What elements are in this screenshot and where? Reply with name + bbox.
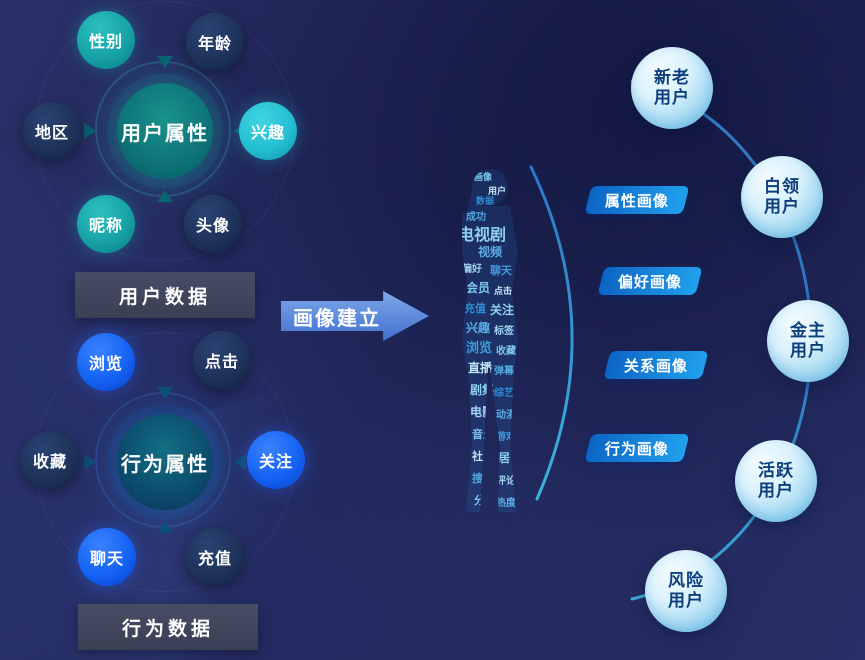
satellite-region: 地区 xyxy=(23,102,81,160)
behavior-attributes-center: 行为属性 xyxy=(117,414,213,510)
svg-text:视频: 视频 xyxy=(478,244,502,259)
arrow-in-bottom-icon xyxy=(157,190,173,202)
satellite-gender: 性别 xyxy=(77,11,135,69)
satellite-chat: 聊天 xyxy=(78,528,136,586)
svg-text:音乐: 音乐 xyxy=(472,427,494,441)
satellite-nickname: 昵称 xyxy=(77,195,135,253)
satellite-browse: 浏览 xyxy=(77,333,135,391)
svg-text:弹幕: 弹幕 xyxy=(494,364,515,377)
segment-paying-users: 金主用户 xyxy=(767,300,849,382)
tag-behavior-profile: 行为画像 xyxy=(584,434,690,462)
user-attributes-label: 用户属性 xyxy=(121,122,209,145)
svg-text:聊天: 聊天 xyxy=(490,263,513,277)
segment-white-collar-users: 白领用户 xyxy=(741,156,823,238)
user-attributes-center: 用户属性 xyxy=(117,83,213,179)
svg-text:直播: 直播 xyxy=(468,360,493,375)
svg-text:综艺: 综艺 xyxy=(494,386,514,399)
build-portrait-label: 画像建立 xyxy=(293,307,381,330)
satellite-follow: 关注 xyxy=(247,431,305,489)
svg-text:偏好: 偏好 xyxy=(462,262,482,275)
arrow-in-top-icon xyxy=(157,56,173,68)
svg-text:居: 居 xyxy=(498,451,510,465)
svg-text:充值: 充值 xyxy=(464,301,486,315)
svg-text:评论: 评论 xyxy=(496,474,517,487)
svg-text:成功: 成功 xyxy=(466,210,486,223)
satellite-recharge: 充值 xyxy=(186,528,244,586)
satellite-click: 点击 xyxy=(193,331,251,389)
svg-text:社交: 社交 xyxy=(471,449,494,463)
build-portrait-arrow: 画像建立 xyxy=(281,291,429,341)
satellite-interest: 兴趣 xyxy=(239,102,297,160)
svg-text:动漫: 动漫 xyxy=(496,408,517,421)
behavior-attributes-label: 行为属性 xyxy=(121,453,209,476)
tag-arc xyxy=(529,165,574,501)
svg-text:搜索: 搜索 xyxy=(472,471,494,485)
tag-attribute-profile: 属性画像 xyxy=(584,186,690,214)
arrow-in-left-icon xyxy=(84,454,96,470)
svg-text:电影: 电影 xyxy=(470,404,494,419)
behavior-data-box: 行为数据 xyxy=(78,604,258,650)
segment-active-users: 活跃用户 xyxy=(735,440,817,522)
segment-risk-users: 风险用户 xyxy=(645,550,727,632)
svg-text:电视剧: 电视剧 xyxy=(458,225,506,244)
svg-text:数据: 数据 xyxy=(476,195,494,207)
tag-preference-profile: 偏好画像 xyxy=(597,267,703,295)
svg-text:画像: 画像 xyxy=(474,171,493,183)
svg-text:收藏: 收藏 xyxy=(496,344,516,357)
satellite-age: 年龄 xyxy=(186,13,244,71)
user-data-box: 用户数据 xyxy=(75,272,255,318)
svg-text:关注: 关注 xyxy=(490,302,514,317)
arrow-in-right-icon xyxy=(234,454,246,470)
svg-text:游戏: 游戏 xyxy=(496,430,516,443)
segment-new-old-users: 新老用户 xyxy=(631,47,713,129)
arrow-in-bottom-icon xyxy=(157,521,173,533)
svg-text:分享: 分享 xyxy=(474,493,496,507)
arrow-in-left-icon xyxy=(84,123,96,139)
arrow-in-top-icon xyxy=(157,387,173,399)
svg-text:兴趣: 兴趣 xyxy=(466,320,491,335)
svg-text:热度: 热度 xyxy=(496,496,517,509)
satellite-avatar: 头像 xyxy=(184,195,242,253)
svg-text:会员: 会员 xyxy=(466,280,490,295)
satellite-favorite: 收藏 xyxy=(21,431,79,489)
svg-text:剧集: 剧集 xyxy=(470,382,495,397)
svg-text:用户: 用户 xyxy=(487,185,506,197)
svg-text:浏览: 浏览 xyxy=(466,340,492,356)
svg-text:点击: 点击 xyxy=(494,285,512,297)
svg-text:标签: 标签 xyxy=(493,324,515,337)
tag-relationship-profile: 关系画像 xyxy=(603,351,709,379)
